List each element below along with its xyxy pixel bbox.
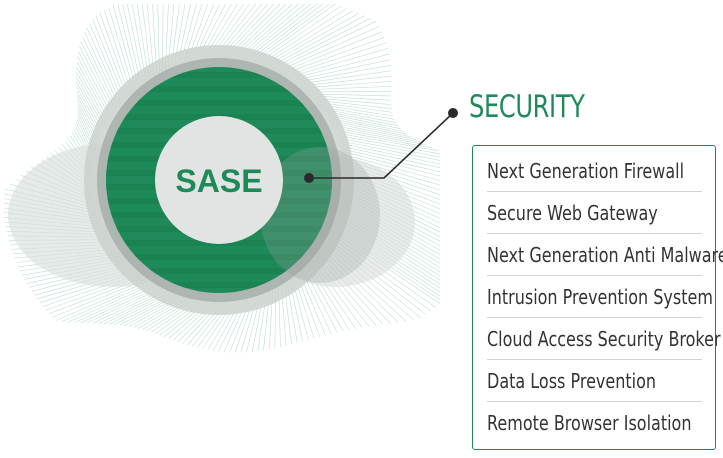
halo-line bbox=[95, 15, 128, 98]
halo-line bbox=[272, 26, 380, 74]
halo-line bbox=[80, 41, 116, 111]
halo-line bbox=[269, 21, 377, 73]
list-item-text: Cloud Access Security Broker bbox=[487, 326, 721, 351]
ring-stripe bbox=[106, 268, 332, 274]
halo-line bbox=[340, 143, 441, 165]
ring-stripe bbox=[106, 254, 332, 260]
connector-start-dot bbox=[304, 173, 314, 183]
halo-line bbox=[337, 135, 441, 155]
halo-line bbox=[338, 137, 441, 158]
halo-line bbox=[112, 5, 137, 91]
list-item-text: Next Generation Firewall bbox=[487, 158, 685, 183]
halo-line bbox=[326, 115, 404, 132]
list-item: Cloud Access Security Broker bbox=[487, 318, 721, 360]
halo-line bbox=[275, 31, 383, 75]
ring-stripe bbox=[106, 86, 332, 92]
security-heading: SECURITY bbox=[469, 89, 585, 125]
halo-line bbox=[339, 140, 441, 161]
list-item: Next Generation Anti Malware bbox=[487, 234, 723, 276]
halo-line bbox=[77, 56, 111, 119]
list-item: Secure Web Gateway bbox=[487, 192, 702, 234]
list-item-text: Intrusion Prevention System bbox=[487, 284, 713, 309]
ring-stripe bbox=[106, 72, 332, 78]
halo-line bbox=[332, 125, 421, 143]
halo-line bbox=[79, 46, 114, 114]
security-list-box: Next Generation Firewall Secure Web Gate… bbox=[472, 145, 723, 450]
halo-line bbox=[327, 117, 408, 135]
list-item: Intrusion Prevention System bbox=[487, 276, 713, 318]
halo-line bbox=[103, 10, 133, 94]
sase-core-circle bbox=[155, 116, 283, 244]
halo-line bbox=[84, 32, 120, 107]
halo-line bbox=[333, 127, 427, 146]
halo-line bbox=[78, 51, 113, 116]
halo-line bbox=[343, 151, 441, 177]
halo-line bbox=[330, 122, 416, 140]
halo-line bbox=[342, 148, 441, 173]
halo-line bbox=[108, 7, 135, 92]
list-item-text: Data Loss Prevention bbox=[487, 368, 657, 393]
halo-line bbox=[329, 120, 412, 138]
list-item-text: Remote Browser Isolation bbox=[487, 411, 692, 435]
halo-line bbox=[82, 36, 118, 109]
list-item: Next Generation Firewall bbox=[487, 150, 702, 192]
halo-line bbox=[89, 23, 124, 103]
halo-line bbox=[343, 154, 441, 181]
list-item: Remote Browser Isolation bbox=[487, 402, 702, 444]
halo-line bbox=[55, 279, 152, 321]
ring-stripe bbox=[106, 282, 332, 288]
list-item: Data Loss Prevention bbox=[487, 360, 702, 402]
connector-end-dot bbox=[448, 108, 458, 118]
list-item-text: Next Generation Anti Malware bbox=[487, 242, 723, 267]
ring-overlap-blob bbox=[260, 147, 380, 283]
sase-center-label: SASE bbox=[175, 163, 262, 199]
halo-line bbox=[335, 130, 433, 149]
halo-line bbox=[86, 27, 122, 105]
connector-line bbox=[309, 112, 454, 179]
halo-line bbox=[341, 146, 441, 168]
halo-line bbox=[99, 12, 130, 96]
list-item-text: Secure Web Gateway bbox=[487, 200, 658, 225]
halo-line bbox=[92, 19, 126, 100]
halo-line bbox=[336, 132, 439, 151]
ring-stripe bbox=[106, 100, 332, 106]
